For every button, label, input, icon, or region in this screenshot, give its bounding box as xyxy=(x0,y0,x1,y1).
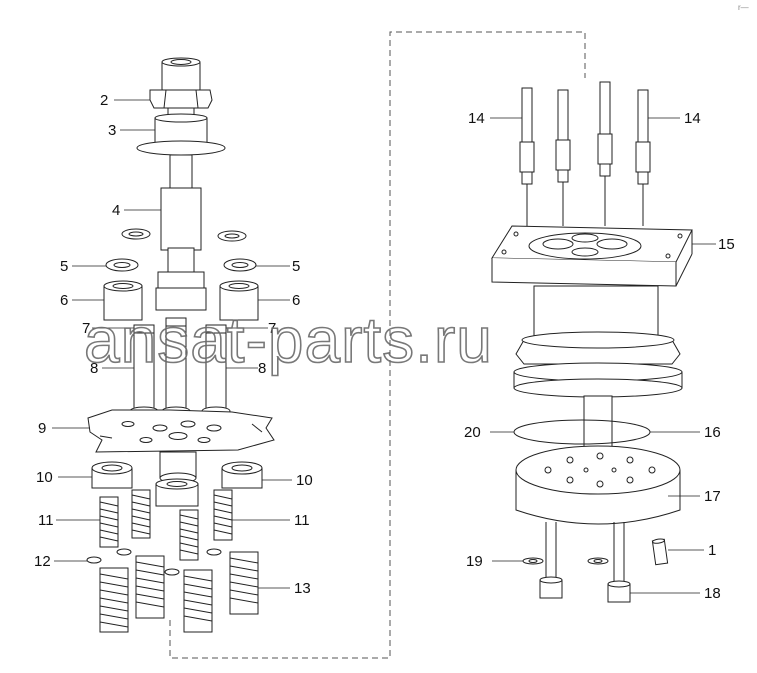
callout-19: 19 xyxy=(466,553,483,570)
callout-7-left: 7 xyxy=(82,320,90,337)
callout-11-right: 11 xyxy=(294,512,310,529)
callout-2: 2 xyxy=(100,92,108,109)
part-13-large-springs xyxy=(99,551,259,633)
callout-12: 12 xyxy=(34,553,51,570)
callout-10-right: 10 xyxy=(296,472,313,489)
callout-18: 18 xyxy=(704,585,721,602)
callout-10-left: 10 xyxy=(36,469,53,486)
part-12-small-washers xyxy=(86,548,222,576)
callout-3: 3 xyxy=(108,122,116,139)
part-18-bolts xyxy=(539,522,631,603)
part-4-shaft xyxy=(155,154,207,311)
part-10-rings xyxy=(91,461,263,489)
callout-11-left: 11 xyxy=(38,512,54,529)
callout-6-left: 6 xyxy=(60,292,68,309)
part-14-pins xyxy=(519,81,651,226)
part-housing-body xyxy=(513,285,683,398)
part-15-head-plate xyxy=(491,225,693,287)
part-9-plate xyxy=(87,409,275,453)
callout-15: 15 xyxy=(718,236,735,253)
callout-4: 4 xyxy=(112,202,120,219)
callout-6-right: 6 xyxy=(292,292,300,309)
leader-lines xyxy=(52,99,716,594)
corner-mark: r— xyxy=(738,3,749,12)
part-5-washers xyxy=(105,228,257,272)
dashed-assembly-link xyxy=(169,31,586,659)
callout-1: 1 xyxy=(708,542,716,559)
part-center-bushings xyxy=(155,451,199,507)
callout-8-right: 8 xyxy=(258,360,266,377)
part-2-hex-fitting xyxy=(149,57,213,109)
part-1-pin xyxy=(651,538,669,566)
part-6-bushings xyxy=(103,280,259,321)
callout-8-left: 8 xyxy=(90,360,98,377)
part-8-pistons xyxy=(129,317,231,418)
callout-labels: 2 3 4 5 5 6 6 7 7 8 8 9 10 10 11 11 12 1… xyxy=(34,92,735,602)
callout-5-left: 5 xyxy=(60,258,68,275)
callout-5-right: 5 xyxy=(292,258,300,275)
part-17-cylinder-block xyxy=(515,445,681,525)
watermark: ansat-parts.ru xyxy=(84,304,493,376)
right-assembly xyxy=(491,81,693,603)
callout-7-right: 7 xyxy=(268,320,276,337)
callout-16: 16 xyxy=(704,424,721,441)
callout-14-right: 14 xyxy=(684,110,701,127)
callout-14-left: 14 xyxy=(468,110,485,127)
callout-9: 9 xyxy=(38,420,46,437)
callout-13: 13 xyxy=(294,580,311,597)
callout-17: 17 xyxy=(704,488,721,505)
part-11-small-springs xyxy=(99,489,233,561)
callout-20: 20 xyxy=(464,424,481,441)
left-assembly xyxy=(86,57,275,633)
